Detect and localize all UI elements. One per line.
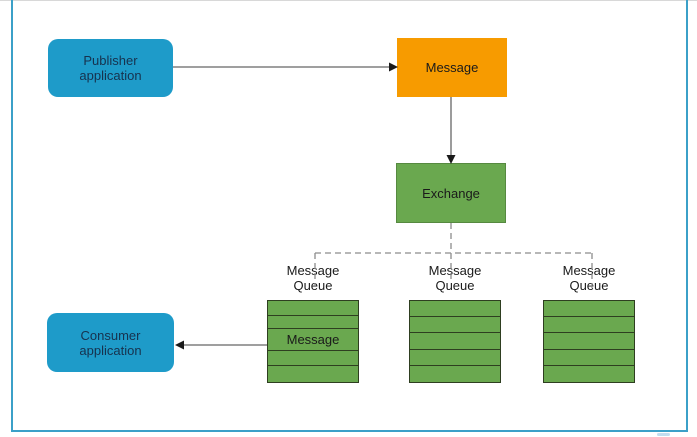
- queue-slot: [544, 301, 634, 318]
- cursor-artifact: [657, 433, 670, 436]
- queue-slot: [544, 317, 634, 334]
- consumer-application-label: Consumer application: [79, 327, 142, 358]
- queue-3-label: Message Queue: [562, 263, 616, 293]
- queue-slot: [544, 350, 634, 366]
- queue-slot: [268, 366, 358, 382]
- queue-slot: [410, 333, 500, 350]
- queued-message-label: Message: [286, 332, 340, 347]
- publisher-application-label: Publisher application: [79, 53, 142, 83]
- consumer-application-node: Consumer application: [47, 313, 174, 372]
- queue-slot: [268, 351, 358, 366]
- queue-slot: [410, 350, 500, 366]
- queue-slot: [268, 301, 358, 316]
- slide-border-left: [11, 0, 13, 432]
- queue-1-label: Message Queue: [286, 263, 340, 293]
- message-node: Message: [397, 38, 507, 97]
- slide-border-bottom: [11, 430, 688, 432]
- publisher-application-node: Publisher application: [48, 39, 173, 97]
- queue-to-consumer-arrowhead: [175, 340, 184, 350]
- queued-message-slot: Message: [268, 329, 358, 351]
- queue-slot: [410, 366, 500, 382]
- exchange-node: Exchange: [396, 163, 506, 223]
- message-queue-3: [543, 300, 635, 383]
- queue-slot: [544, 333, 634, 350]
- window-top-edge: [0, 0, 697, 1]
- exchange-label: Exchange: [422, 185, 480, 201]
- message-queue-2: [409, 300, 501, 383]
- slide-border-right: [686, 0, 688, 432]
- queue-2-label: Message Queue: [428, 263, 482, 293]
- queue-slot: [268, 316, 358, 329]
- message-label: Message: [425, 60, 479, 75]
- queue-slot: [410, 317, 500, 334]
- queue-slot: [410, 301, 500, 318]
- queue-slot: [544, 366, 634, 382]
- message-queue-1: Message: [267, 300, 359, 383]
